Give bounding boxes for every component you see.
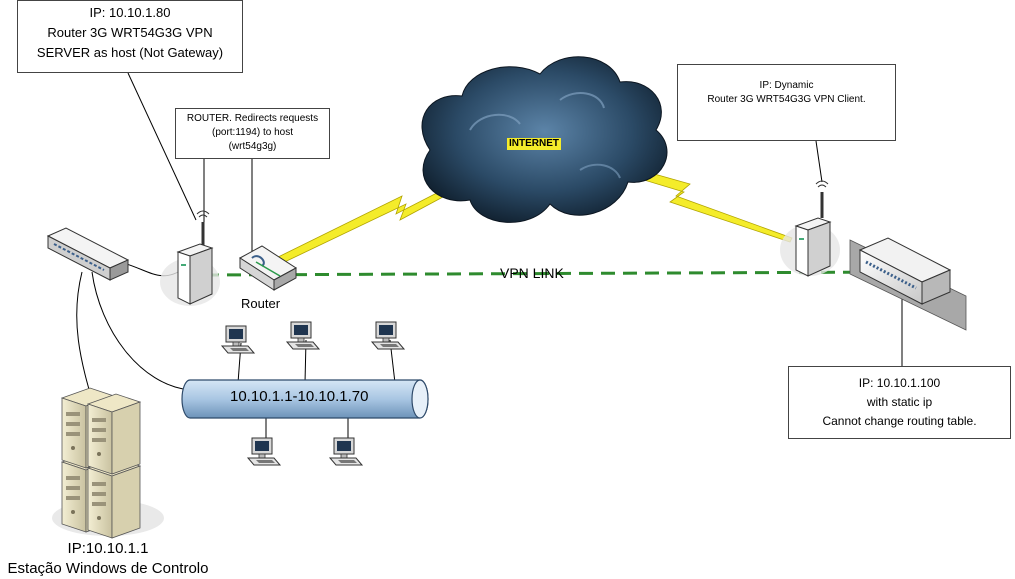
router-icon: [239, 245, 297, 291]
network-device-icon: [849, 237, 967, 331]
static-device-callout: IP: 10.10.1.100 with static ip Cannot ch…: [788, 366, 1011, 439]
callout-line: ROUTER. Redirects requests: [186, 113, 319, 124]
callout-line: with static ip: [866, 395, 933, 409]
callout-line: (port:1194) to host: [212, 127, 293, 138]
wireless-router-icon: [160, 210, 220, 306]
wireless-router-icon: [780, 180, 840, 277]
client-router-callout: IP: Dynamic Router 3G WRT54G3G VPN Clien…: [677, 64, 896, 141]
callout-line: Router 3G WRT54G3G VPN Client.: [707, 94, 866, 105]
workstation-label: IP:10.10.1.1 Estação Windows de Controlo: [0, 539, 216, 579]
workstation-icon: [371, 321, 405, 350]
callout-line: Router 3G WRT54G3G VPN: [47, 25, 213, 40]
lan-range-label: 10.10.1.1-10.10.1.70: [230, 388, 369, 405]
workstation-icon: [286, 321, 320, 350]
switch-icon: [46, 227, 130, 281]
workstation-name: Estação Windows de Controlo: [7, 560, 209, 577]
workstation-icon: [247, 437, 281, 466]
router-redirect-callout: ROUTER. Redirects requests (port:1194) t…: [175, 108, 330, 159]
callout-line: IP: 10.10.1.100: [858, 376, 941, 390]
router-label: Router: [241, 296, 281, 311]
callout-line: IP: Dynamic: [759, 80, 814, 91]
workstation-ip: IP:10.10.1.1: [67, 540, 149, 557]
internet-label: INTERNET: [507, 138, 561, 150]
server-host-callout: IP: 10.10.1.80 Router 3G WRT54G3G VPN SE…: [17, 0, 243, 73]
vpn-link-line: [204, 270, 906, 277]
callout-line: (wrt54g3g): [228, 141, 277, 152]
lan-bus: [181, 379, 429, 419]
workstation-icon: [329, 437, 363, 466]
server-icon: [52, 387, 164, 539]
vpn-link-label: VPN LINK: [500, 265, 564, 281]
workstation-icon: [221, 325, 255, 354]
callout-line: Cannot change routing table.: [822, 414, 977, 428]
callout-line: IP: 10.10.1.80: [89, 5, 171, 20]
callout-line: SERVER as host (Not Gateway): [36, 45, 224, 60]
